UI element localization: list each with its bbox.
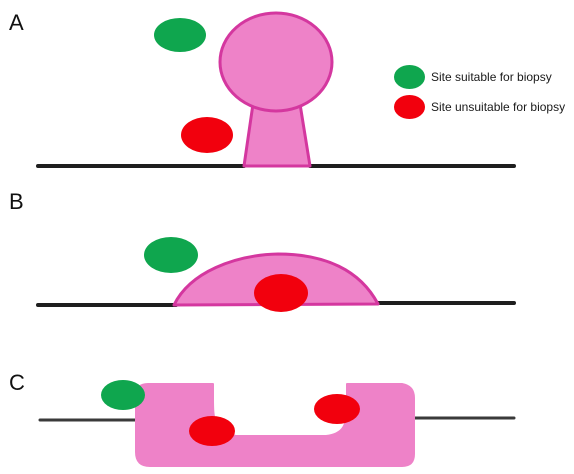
- panel-c-suitable-site-marker: [101, 380, 145, 410]
- legend-item-unsuitable: Site unsuitable for biopsy: [394, 94, 572, 120]
- panel-c-ulcer: [135, 383, 415, 467]
- panel-b: [36, 237, 516, 312]
- panel-a-polyp-head: [218, 11, 334, 113]
- panel-c-label: C: [9, 370, 25, 395]
- legend-swatch-unsuitable: [394, 95, 425, 119]
- panel-b-suitable-site-marker: [144, 237, 198, 273]
- legend-swatch-suitable: [394, 65, 425, 89]
- panel-c-unsuitable-site-marker-left: [189, 416, 235, 446]
- panel-a-unsuitable-site-marker: [181, 117, 233, 153]
- panel-a-polyp-stalk: [242, 102, 312, 168]
- legend-label-unsuitable: Site unsuitable for biopsy: [431, 100, 566, 114]
- legend-label-suitable: Site suitable for biopsy: [431, 70, 552, 84]
- panel-b-unsuitable-site-marker: [254, 274, 308, 312]
- panel-c-unsuitable-site-marker-right: [314, 394, 360, 424]
- panel-a: [36, 11, 516, 168]
- legend-item-suitable: Site suitable for biopsy: [394, 64, 572, 90]
- panel-a-label: A: [9, 10, 24, 35]
- panel-b-label: B: [9, 189, 24, 214]
- panel-c: [38, 380, 516, 467]
- panel-a-suitable-site-marker: [154, 18, 206, 52]
